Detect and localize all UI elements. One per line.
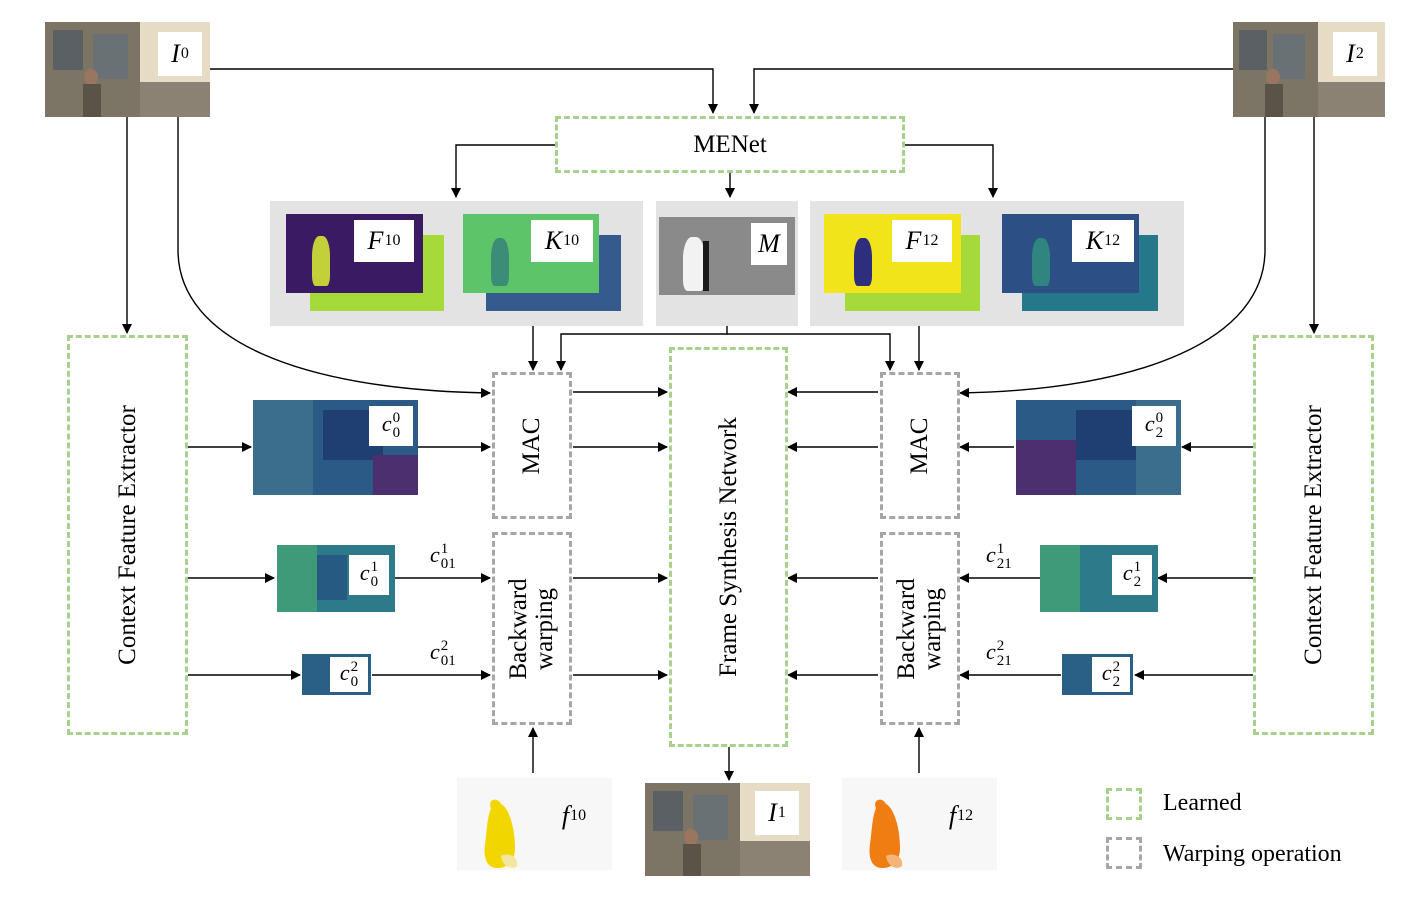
backward-warping-right: Backward warping xyxy=(880,532,960,725)
backward-warping-left: Backward warping xyxy=(492,532,572,725)
backward-warping-right-label: Backward warping xyxy=(892,577,946,680)
mac-left: MAC xyxy=(492,372,572,519)
context-extractor-right: Context Feature Extractor xyxy=(1253,335,1374,735)
mask-panel: M xyxy=(656,201,798,326)
backward-warping-left-label: Backward warping xyxy=(504,577,558,680)
legend-warping-label: Warping operation xyxy=(1163,841,1342,867)
frame-synthesis-label: Frame Synthesis Network xyxy=(714,417,742,677)
legend-warping-swatch xyxy=(1106,837,1142,869)
flow-f10-silhouette xyxy=(484,799,518,868)
mask-label: M xyxy=(751,223,787,265)
context-extractor-left-label: Context Feature Extractor xyxy=(113,405,141,665)
context-extractor-left: Context Feature Extractor xyxy=(67,335,188,735)
mac-left-label: MAC xyxy=(517,417,545,474)
mac-right: MAC xyxy=(880,372,960,519)
legend-learned-swatch xyxy=(1106,788,1142,820)
frame-synthesis-network: Frame Synthesis Network xyxy=(669,347,788,747)
flow-f12-silhouette xyxy=(869,799,903,868)
menet-module: MENet xyxy=(555,116,905,173)
menet-label: MENet xyxy=(693,130,767,158)
mac-right-label: MAC xyxy=(905,417,933,474)
legend-learned-label: Learned xyxy=(1163,790,1242,816)
occlusion-mask-map: M xyxy=(659,217,795,295)
context-extractor-right-label: Context Feature Extractor xyxy=(1299,405,1327,665)
